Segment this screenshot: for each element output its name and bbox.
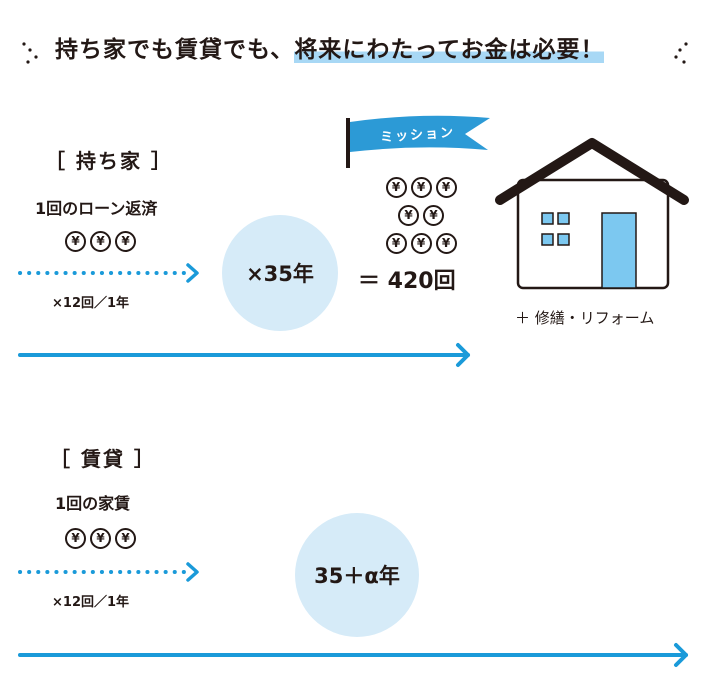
own-coins: ¥¥¥ xyxy=(63,230,138,252)
mission-flag-icon xyxy=(346,115,490,168)
sparkle-dots-left xyxy=(22,42,38,64)
own-payment-label: 1回のローン返済 xyxy=(35,199,158,218)
title-prefix: 持ち家でも賃貸でも、 xyxy=(55,37,295,63)
yen-coin-icon: ¥ xyxy=(385,232,407,254)
rent-years-circle: 35＋α年 xyxy=(295,513,419,637)
yen-coin-icon: ¥ xyxy=(90,230,111,252)
own-years-circle: ×35年 xyxy=(222,215,338,331)
yen-coin-icon: ¥ xyxy=(410,176,432,198)
rent-payment-label: 1回の家賃 xyxy=(55,494,131,513)
title-highlight: 将来にわたってお金は必要！ xyxy=(294,37,605,63)
own-frequency: ×12回／1年 xyxy=(52,296,130,311)
page-title: 持ち家でも賃貸でも、将来にわたってお金は必要！ xyxy=(55,30,605,64)
own-extra-costs: ＋ 修繕・リフォーム xyxy=(515,309,655,327)
rent-multiplier: 35＋α年 xyxy=(314,564,400,588)
timeline-arrow-own xyxy=(18,343,470,367)
own-multiplier: ×35年 xyxy=(246,262,314,286)
timeline-arrow-rent xyxy=(18,643,688,667)
yen-coin-icon: ¥ xyxy=(423,204,444,226)
yen-coin-icon: ¥ xyxy=(65,230,86,252)
yen-coin-icon: ¥ xyxy=(115,527,136,549)
yen-coin-icon: ¥ xyxy=(410,232,432,254)
yen-coin-icon: ¥ xyxy=(90,527,111,549)
mission-coins: ¥¥¥ ¥¥ ¥¥¥ xyxy=(371,172,471,256)
rent-coins: ¥¥¥ xyxy=(63,527,138,549)
own-heading: ［ 持ち家 ］ xyxy=(45,149,173,173)
yen-coin-icon: ¥ xyxy=(398,204,419,226)
own-result: ＝ 420回 xyxy=(358,269,456,294)
rent-heading: ［ 賃貸 ］ xyxy=(50,447,156,471)
house-icon xyxy=(495,138,689,290)
yen-coin-icon: ¥ xyxy=(385,176,407,198)
dotted-arrow-rent xyxy=(18,562,199,582)
rent-frequency: ×12回／1年 xyxy=(52,595,130,610)
yen-coin-icon: ¥ xyxy=(435,232,457,254)
yen-coin-icon: ¥ xyxy=(435,176,457,198)
sparkle-dots-right xyxy=(674,42,688,64)
yen-coin-icon: ¥ xyxy=(115,230,136,252)
dotted-arrow-own xyxy=(18,263,199,283)
yen-coin-icon: ¥ xyxy=(65,527,86,549)
